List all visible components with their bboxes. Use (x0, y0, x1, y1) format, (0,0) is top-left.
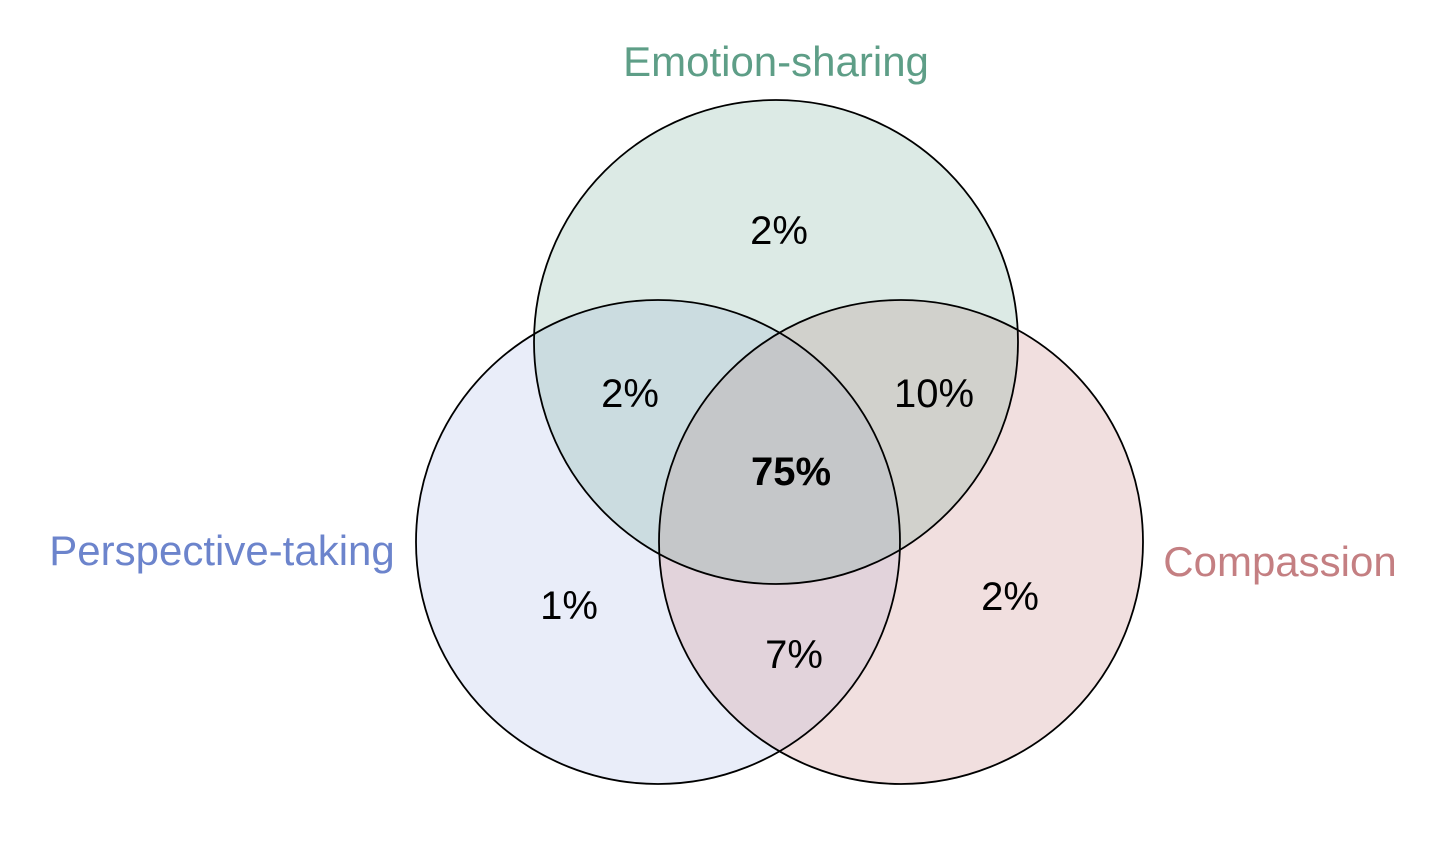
perspective-taking-outline (415, 299, 901, 785)
perspective-taking-circle (416, 300, 900, 784)
emotion-perspective-value: 2% (601, 372, 659, 416)
compassion-label: Compassion (1163, 538, 1396, 585)
emotion-sharing-outline (533, 99, 1019, 585)
perspective-compassion-value: 7% (765, 633, 823, 677)
emotion-sharing-circle (534, 100, 1018, 584)
compassion-only-value: 2% (981, 575, 1039, 619)
perspective-taking-label: Perspective-taking (49, 527, 395, 574)
compassion-circle (659, 300, 1143, 784)
circle-outlines (415, 99, 1144, 785)
all-three-value: 75% (751, 450, 831, 494)
emotion-only-value: 2% (750, 209, 808, 253)
emotion-sharing-label: Emotion-sharing (623, 38, 929, 85)
compassion-outline (658, 299, 1144, 785)
perspective-only-value: 1% (540, 584, 598, 628)
emotion-compassion-value: 10% (894, 372, 974, 416)
circle-fills (416, 100, 1143, 784)
